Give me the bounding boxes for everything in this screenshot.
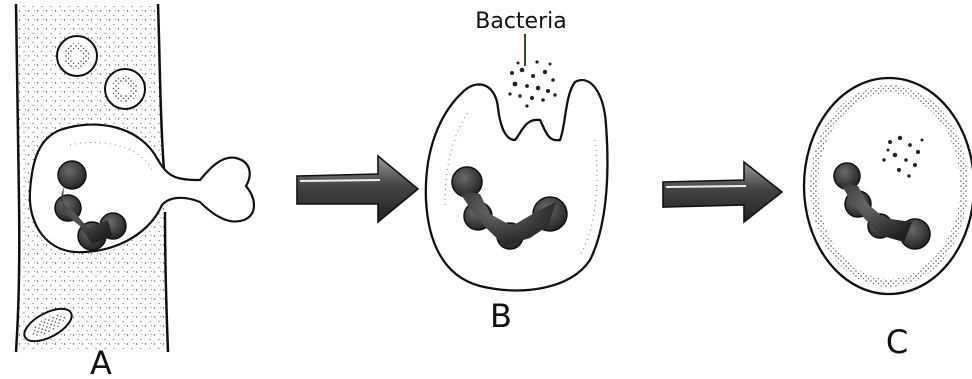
red-blood-cell — [105, 69, 145, 109]
arrow-a-to-b — [297, 156, 418, 222]
arrow-b-to-c — [663, 162, 782, 222]
panel-c: C — [804, 78, 972, 361]
phagocyte-cell — [804, 78, 972, 294]
red-blood-cell — [57, 36, 97, 76]
panel-label-a: A — [90, 344, 112, 379]
panel-label-b: B — [490, 297, 512, 335]
bacteria-cluster — [508, 60, 556, 107]
panel-label-c: C — [886, 323, 908, 361]
panel-a — [16, 4, 254, 352]
bacteria-label: Bacteria — [475, 9, 566, 34]
panel-b: Bacteria B — [426, 9, 608, 335]
